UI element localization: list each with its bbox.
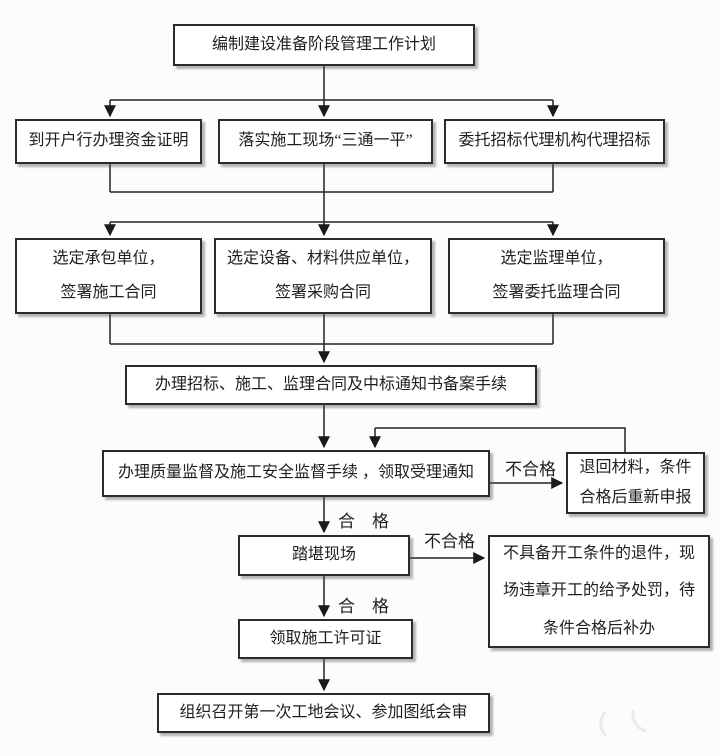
node-label: 编制建设准备阶段管理工作计划 [211, 35, 436, 53]
connector-lines [104, 66, 626, 692]
node-label: 委托招标代理机构代理招标 [458, 132, 651, 150]
node-select-supervisor: 选定监理单位， 签署委托监理合同 [448, 238, 665, 314]
edge-label-pass-2: 合 格 [338, 597, 389, 616]
node-label-line: 不具备开工条件的退件，现 [502, 544, 695, 562]
node-select-supplier: 选定设备、材料供应单位， 签署采购合同 [214, 238, 432, 314]
node-label-line: 签署委托监理合同 [492, 284, 621, 301]
node-contract-filing: 办理招标、施工、监理合同及中标通知书备案手续 [125, 365, 537, 405]
node-label-line: 场违章开工的给予处罚，待 [502, 582, 695, 600]
node-label: 到开户行办理资金证明 [28, 132, 189, 150]
edge-label-pass-1: 合 格 [338, 512, 389, 531]
node-label: 组织召开第一次工地会议、参加图纸会审 [179, 703, 468, 721]
node-label: 办理质量监督及施工安全监督手续 ，领取受理通知 [117, 464, 474, 482]
node-label-line: 选定承包单位， [52, 249, 165, 267]
node-label: 落实施工现场“三通一平” [238, 132, 413, 150]
node-site-visit: 踏堪现场 [238, 535, 410, 576]
node-label: 领取施工许可证 [269, 629, 382, 647]
node-entrust-bidding-agency: 委托招标代理机构代理招标 [444, 119, 665, 164]
node-prepare-plan: 编制建设准备阶段管理工作计划 [173, 24, 475, 66]
node-site-three-supplies: 落实施工现场“三通一平” [218, 119, 433, 164]
node-return-materials: 退回材料，条件 合格后重新申报 [566, 452, 705, 514]
watermark-marks [599, 709, 647, 738]
node-label-line: 条件合格后补办 [542, 619, 655, 637]
node-label: 踏堪现场 [291, 546, 356, 564]
node-label-line: 选定设备、材料供应单位， [226, 249, 419, 267]
node-fund-certificate: 到开户行办理资金证明 [15, 119, 202, 164]
node-label-line: 选定监理单位， [500, 249, 613, 267]
node-label: 办理招标、施工、监理合同及中标通知书备案手续 [154, 375, 507, 393]
node-label-line: 合格后重新申报 [579, 489, 692, 506]
node-construction-permit: 领取施工许可证 [238, 619, 413, 659]
node-select-contractor: 选定承包单位， 签署施工合同 [15, 238, 202, 314]
node-reject-punish: 不具备开工条件的退件，现 场违章开工的给予处罚，待 条件合格后补办 [488, 535, 710, 648]
node-label-line: 签署施工合同 [60, 284, 157, 301]
node-label-line: 退回材料，条件 [579, 458, 692, 476]
node-first-site-meeting: 组织召开第一次工地会议、参加图纸会审 [157, 693, 490, 733]
node-label-line: 签署采购合同 [274, 284, 371, 301]
edge-label-fail-1: 不合格 [505, 460, 556, 479]
node-quality-safety-supervision: 办理质量监督及施工安全监督手续 ，领取受理通知 [102, 450, 490, 497]
edge-label-fail-2: 不合格 [424, 532, 475, 551]
